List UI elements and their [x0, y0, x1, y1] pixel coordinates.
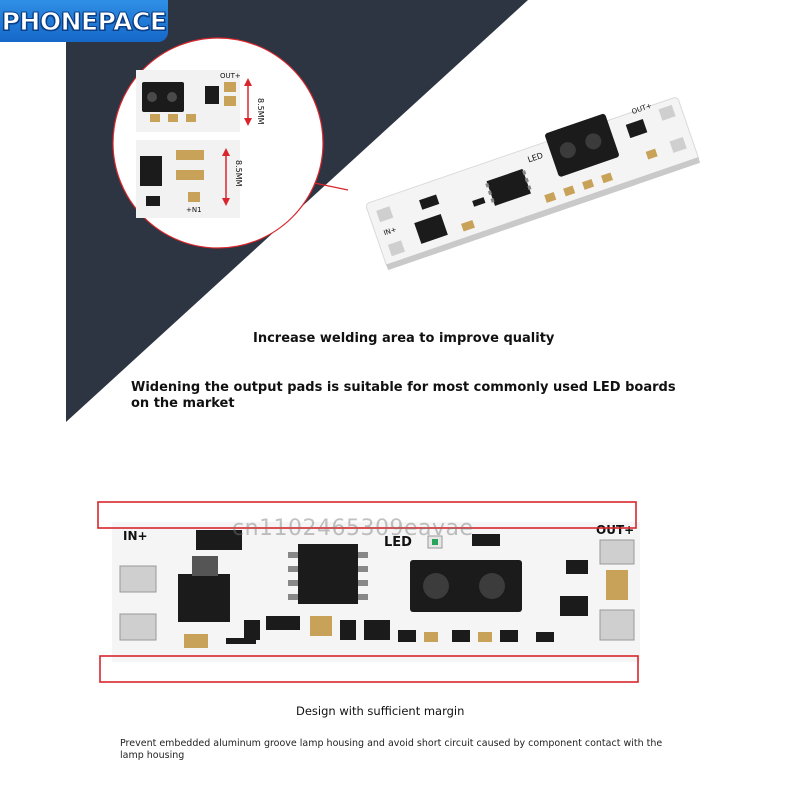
- brand-logo: PHONEPACE: [0, 0, 168, 42]
- bottom-description: Prevent embedded aluminum groove lamp ho…: [120, 738, 663, 761]
- brand-name: PHONEPACE: [1, 6, 167, 36]
- zoom-in-label: +N1: [186, 206, 202, 214]
- watermark-text: cn1102465309eavae: [232, 516, 474, 541]
- bottom-board-led-label: LED: [384, 535, 412, 550]
- zoom-out-label: OUT+: [220, 72, 241, 80]
- top-heading: Increase welding area to improve quality: [253, 331, 555, 346]
- top-margin-highlight: [97, 501, 637, 529]
- measure-bottom-label: 8.5MM: [234, 160, 243, 187]
- tilted-pcb-board: IN+ OUT+ LED: [365, 97, 701, 271]
- measure-top-label: 8.5MM: [256, 98, 265, 125]
- bottom-board-out-label: OUT+: [596, 523, 634, 537]
- tilted-board-in-label: IN+: [383, 225, 398, 237]
- bottom-board-in-label: IN+: [123, 529, 148, 543]
- bottom-heading: Design with sufficient margin: [296, 704, 465, 718]
- top-description: Widening the output pads is suitable for…: [131, 380, 676, 411]
- bottom-margin-highlight: [99, 655, 639, 683]
